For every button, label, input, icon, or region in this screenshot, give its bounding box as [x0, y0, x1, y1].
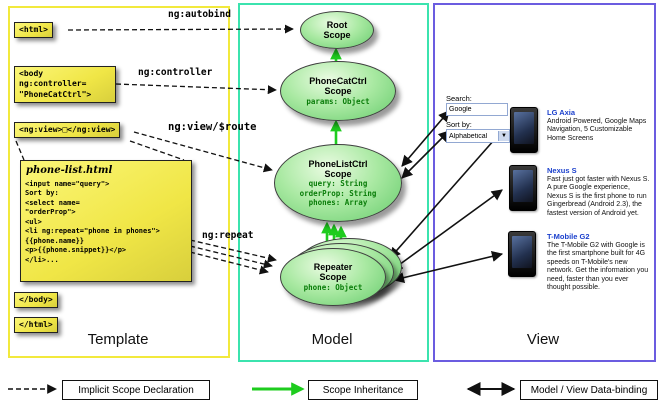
phone-image-nexus-s[interactable]: [509, 165, 537, 211]
ng-view-tag: <ng:view>□</ng:view>: [14, 122, 121, 139]
code-line: <body: [19, 69, 44, 78]
search-input[interactable]: [446, 103, 508, 116]
code-line: <li ng:repeat="phone in phones">: [25, 227, 160, 236]
code-line: Sort by:: [25, 189, 59, 198]
legend-implicit-scope: Implicit Scope Declaration: [62, 380, 210, 400]
code-line: "orderProp">: [25, 208, 76, 217]
phone-screen: [512, 236, 532, 268]
scope-property: phones: Array: [308, 198, 368, 208]
scope-property: params: Object: [306, 96, 370, 106]
phone-description: Fast just got faster with Nexus S. A pur…: [547, 176, 650, 217]
template-filename: phone-list.html: [26, 165, 113, 176]
repeater-scope-ellipse: Repeater Scope phone: Object: [280, 248, 386, 306]
phone-name-link[interactable]: LG Axia: [547, 108, 576, 117]
ng-view-route-label: ng:view/$route: [168, 121, 257, 133]
phonecatctrl-scope-ellipse: PhoneCatCtrl Scope params: Object: [280, 61, 396, 121]
sort-select-value: Alphabetical: [449, 132, 488, 140]
ng-repeat-label: ng:repeat: [202, 230, 254, 241]
phone-listing: LG Axia Android Powered, Google Maps Nav…: [547, 108, 651, 143]
root-scope-ellipse: Root Scope: [300, 11, 374, 49]
phone-description: The T-Mobile G2 with Google is the first…: [547, 242, 649, 291]
search-label: Search:: [446, 94, 472, 103]
model-panel-label: Model: [311, 331, 353, 348]
code-line: <ul>: [25, 217, 42, 226]
scope-property: orderProp: String: [299, 188, 377, 198]
template-panel-label: Template: [87, 331, 149, 348]
scope-title: Repeater Scope: [313, 261, 353, 283]
phone-image-lg-axia[interactable]: [510, 107, 538, 153]
scope-title: Root Scope: [323, 19, 351, 40]
phone-name-link[interactable]: Nexus S: [547, 166, 577, 175]
html-close-tag: </html>: [14, 317, 58, 334]
phone-listing: Nexus S Fast just got faster with Nexus …: [547, 166, 651, 218]
phone-image-tmobile-g2[interactable]: [508, 231, 536, 277]
scope-property: phone: Object: [303, 282, 363, 292]
chevron-down-icon[interactable]: ▼: [498, 131, 509, 141]
html-open-tag: <html>: [14, 22, 53, 39]
code-line: ng:controller=: [19, 79, 87, 89]
code-line: </li>...: [25, 255, 59, 264]
body-close-tag: </body>: [14, 292, 58, 309]
legend-data-binding: Model / View Data-binding: [520, 380, 658, 400]
scope-title: PhoneCatCtrl Scope: [309, 75, 367, 97]
phone-list-template-box: phone-list.html <input name="query"> Sor…: [20, 160, 192, 282]
legend-scope-inheritance: Scope Inheritance: [308, 380, 418, 400]
phone-screen: [514, 112, 534, 144]
scope-property: query: String: [308, 179, 368, 189]
sort-label: Sort by:: [446, 120, 472, 129]
ng-controller-label: ng:controller: [138, 67, 213, 78]
phonelistctrl-scope-ellipse: PhoneListCtrl Scope query: String orderP…: [274, 144, 402, 222]
view-panel-label: View: [526, 331, 560, 348]
code-line: <input name="query">: [25, 180, 110, 188]
template-panel: [8, 6, 230, 358]
code-line: {{phone.name}}: [25, 236, 85, 245]
phone-description: Android Powered, Google Maps Navigation,…: [547, 118, 647, 142]
phone-name-link[interactable]: T-Mobile G2: [547, 232, 590, 241]
phone-listing: T-Mobile G2 The T-Mobile G2 with Google …: [547, 232, 651, 292]
phone-screen: [513, 170, 533, 202]
code-line: "PhoneCatCtrl">: [19, 89, 92, 99]
sort-select[interactable]: Alphabetical ▼: [446, 129, 510, 143]
body-open-tag: <body ng:controller= "PhoneCatCtrl">: [14, 66, 116, 104]
ng-autobind-label: ng:autobind: [168, 9, 231, 20]
code-line: <select name=: [25, 198, 80, 207]
code-line: <p>{{phone.snippet}}</p>: [25, 246, 127, 255]
scope-title: PhoneListCtrl Scope: [308, 158, 368, 179]
